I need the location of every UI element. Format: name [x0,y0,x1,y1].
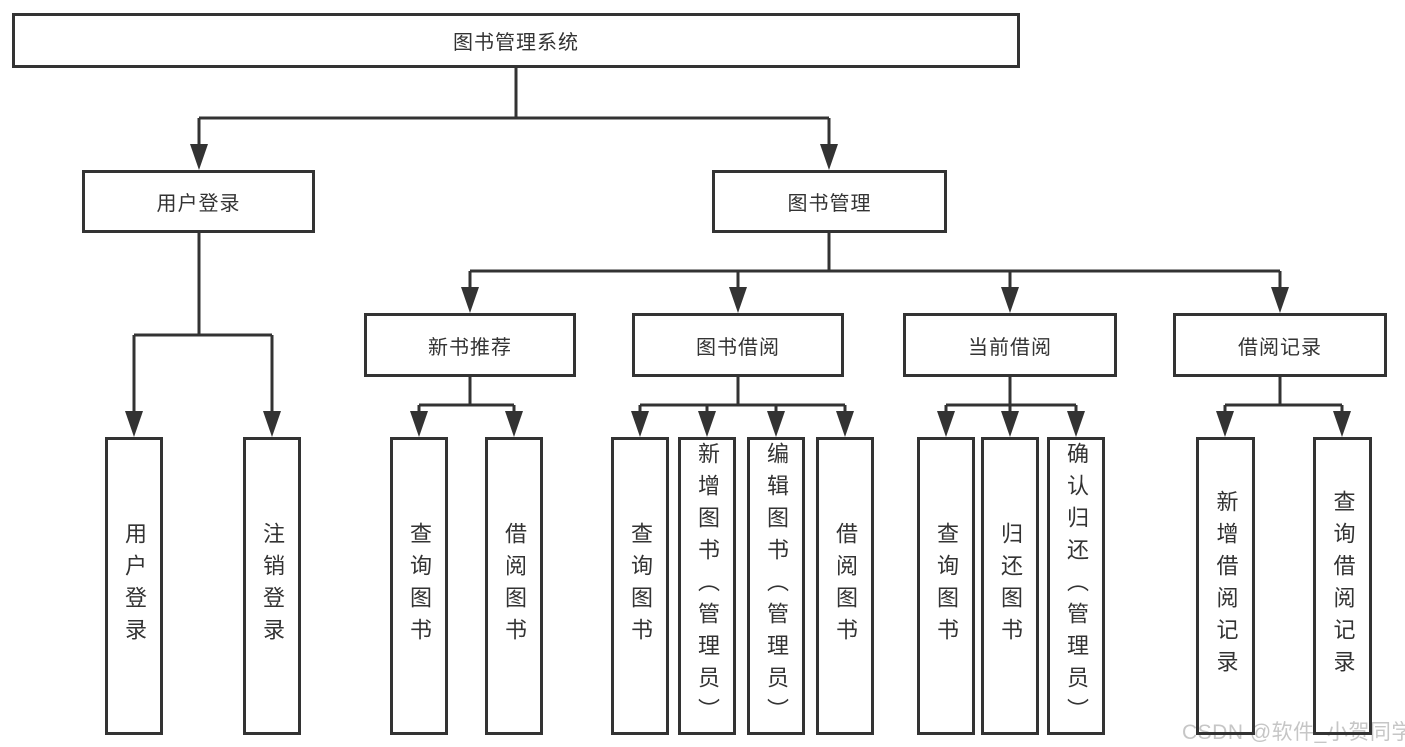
leaf-borrow-books-recommend: 借阅图书 [485,437,543,735]
leaf-edit-books-admin: 编辑图书（管理员） [747,437,805,735]
node-new-book-recommend: 新书推荐 [364,313,576,377]
leaf-user-login: 用户登录 [105,437,163,735]
leaf-confirm-return-admin: 确认归还（管理员） [1047,437,1105,735]
leaf-add-books-admin: 新增图书（管理员） [678,437,736,735]
node-user-login: 用户登录 [82,170,315,233]
leaf-logout: 注销登录 [243,437,301,735]
node-current-borrowing: 当前借阅 [903,313,1117,377]
leaf-query-books-recommend: 查询图书 [390,437,448,735]
leaf-return-books: 归还图书 [981,437,1039,735]
leaf-borrow-books: 借阅图书 [816,437,874,735]
watermark: CSDN @软件_小贺同学 [1182,721,1405,744]
node-book-borrowing: 图书借阅 [632,313,844,377]
leaf-query-borrow-record: 查询借阅记录 [1313,437,1372,735]
node-borrowing-records: 借阅记录 [1173,313,1387,377]
node-library-management-system: 图书管理系统 [12,13,1020,68]
leaf-query-books-borrow: 查询图书 [611,437,669,735]
node-book-management: 图书管理 [712,170,947,233]
leaf-add-borrow-record: 新增借阅记录 [1196,437,1255,735]
leaf-query-books-current: 查询图书 [917,437,975,735]
